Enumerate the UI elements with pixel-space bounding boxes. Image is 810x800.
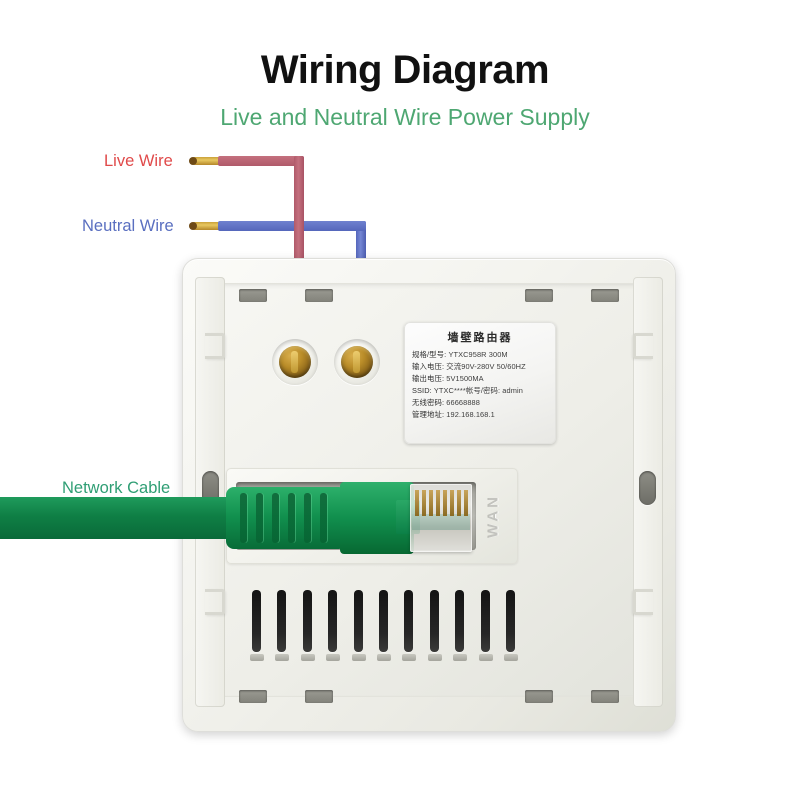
neutral-terminal-screw [334, 339, 380, 385]
rj45-pin [457, 490, 461, 516]
mounting-slot-right [639, 471, 656, 505]
boot-rib [256, 493, 263, 543]
boot-rib [304, 493, 311, 543]
ventilation-grille [250, 590, 530, 662]
faceplate-notch [239, 690, 267, 703]
spec-value: YTXC958R 300M [448, 350, 508, 359]
rj45-pin [429, 490, 433, 516]
vent-lip [377, 654, 391, 661]
ethernet-cable [0, 497, 232, 539]
vent-slot [506, 590, 515, 652]
faceplate-notch [305, 690, 333, 703]
vent-lip [250, 654, 264, 661]
vent-slot [252, 590, 261, 652]
faceplate-notch [591, 690, 619, 703]
spec-row: 无线密码: 66668888 [412, 397, 548, 409]
faceplate-clip-tab [633, 333, 653, 359]
rj45-pin [415, 490, 419, 516]
faceplate-notch [239, 289, 267, 302]
live-wire-horizontal-segment [218, 156, 304, 166]
rj45-pin [450, 490, 454, 516]
neutral-wire-label: Neutral Wire [82, 217, 174, 235]
spec-key: SSID: [412, 385, 432, 395]
vent-slot [404, 590, 414, 652]
rj45-pin [422, 490, 426, 516]
faceplate-notch [525, 690, 553, 703]
page-subtitle: Live and Neutral Wire Power Supply [220, 104, 590, 130]
spec-value: 192.168.168.1 [446, 409, 495, 419]
spec-row: 管理地址: 192.168.168.1 [412, 409, 548, 421]
faceplate-clip-tab [205, 333, 225, 359]
spec-key: 输出电压: [412, 373, 445, 383]
vent-slot [429, 590, 439, 652]
live-wire-label: Live Wire [104, 152, 173, 170]
rj45-cable-core [412, 514, 470, 530]
rj45-plug-contacts [410, 484, 472, 552]
screw-head-icon [279, 346, 311, 378]
spec-row: SSID: YTXC****帐号/密码: admin [412, 385, 548, 397]
network-cable-label: Network Cable [62, 479, 171, 497]
vent-slot [302, 590, 312, 652]
rj45-pin [464, 490, 468, 516]
faceplate-clip-tab [633, 589, 653, 615]
faceplate-notch [525, 289, 553, 302]
vent-lip [427, 654, 442, 661]
vent-lip [275, 654, 290, 661]
faceplate-clip-tab [205, 589, 225, 615]
rj45-pin [443, 490, 447, 516]
faceplate-notch [591, 289, 619, 302]
vent-lip [478, 654, 493, 661]
rj45-strain-relief-boot [226, 487, 344, 549]
spec-key: 规格/型号: [412, 350, 447, 359]
vent-slot [379, 590, 388, 652]
vent-slot [277, 590, 287, 652]
vent-lip [504, 654, 518, 661]
boot-rib [320, 493, 327, 543]
screw-head-icon [341, 346, 373, 378]
spec-label-title: 墙壁路由器 [447, 332, 513, 344]
vent-slot [480, 590, 490, 652]
spec-key: 管理地址: [412, 409, 445, 419]
vent-lip [351, 654, 366, 661]
live-wire-ferrule-icon [189, 157, 222, 165]
vent-slot [353, 590, 363, 652]
wan-port-label: WAN [484, 494, 502, 538]
faceplate-notch [305, 289, 333, 302]
neutral-wire-ferrule-icon [189, 222, 222, 230]
boot-rib [288, 493, 295, 543]
spec-value: 5V1500MA [446, 373, 484, 383]
spec-value: YTXC****帐号/密码: admin [433, 385, 523, 395]
spec-row: 规格/型号: YTXC958R 300M [412, 349, 548, 361]
boot-rib [240, 493, 247, 543]
rj45-pin [436, 490, 440, 516]
spec-row: 输出电压: 5V1500MA [412, 373, 548, 385]
vent-lip [402, 654, 417, 661]
spec-value: 交流90V-280V 50/60HZ [446, 361, 526, 371]
spec-key: 无线密码: [412, 397, 445, 407]
vent-lip [326, 654, 341, 661]
vent-lip [300, 654, 315, 661]
boot-rib [272, 493, 279, 543]
live-terminal-screw [272, 339, 318, 385]
page-title: Wiring Diagram [260, 48, 550, 92]
mounting-slot-left [202, 471, 219, 505]
vent-lip [453, 654, 468, 661]
spec-row: 输入电压: 交流90V-280V 50/60HZ [412, 361, 548, 373]
neutral-wire-horizontal-segment [218, 221, 366, 231]
vent-slot [328, 590, 338, 652]
vent-slot [455, 590, 465, 652]
spec-value: 66668888 [446, 397, 480, 407]
device-spec-label: 墙壁路由器 规格/型号: YTXC958R 300M 输入电压: 交流90V-2… [404, 322, 556, 444]
spec-key: 输入电压: [412, 361, 445, 371]
